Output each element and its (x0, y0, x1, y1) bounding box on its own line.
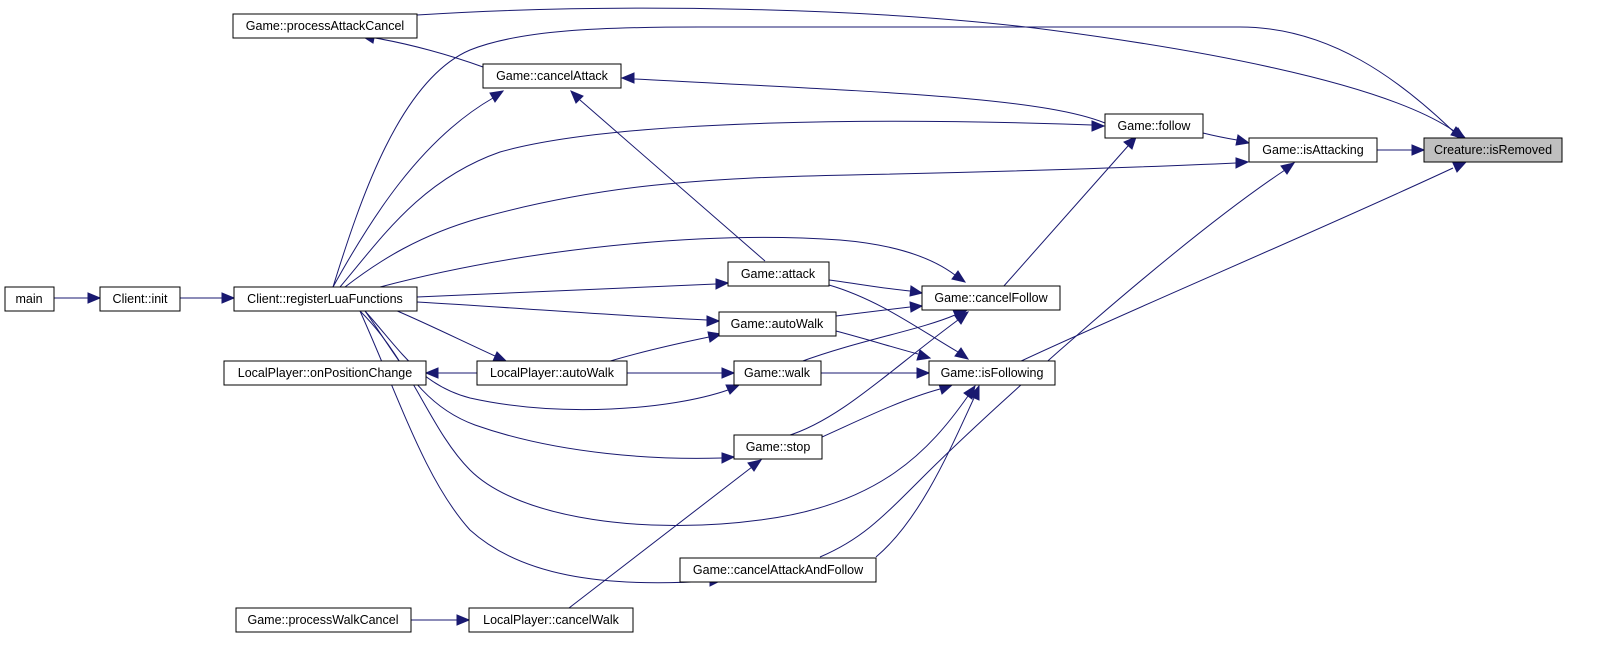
edge-isattacking-isremoved (1377, 144, 1426, 156)
node-main[interactable]: main (4, 286, 55, 312)
node-client-registerluafunctions[interactable]: Client::registerLuaFunctions (233, 286, 418, 312)
node-label: LocalPlayer::onPositionChange (238, 366, 412, 380)
edge-attack-cancelfollow (828, 279, 924, 297)
node-label: main (15, 292, 42, 306)
node-game-isfollowing[interactable]: Game::isFollowing (928, 360, 1056, 386)
edge-cancelwalk-stop (568, 459, 763, 609)
node-label: Game::isFollowing (941, 366, 1044, 380)
edge-attack-cancelattack (570, 90, 766, 262)
node-label: Game::autoWalk (731, 317, 824, 331)
edge-init-registerluafunctions (180, 292, 236, 304)
node-game-attack[interactable]: Game::attack (727, 261, 830, 287)
edge-lpautowalk-autowalk (606, 331, 723, 363)
edge-lpautowalk-walk (627, 367, 736, 379)
node-label: Game::follow (1118, 119, 1192, 133)
edge-isfollowing-isremoved (1018, 161, 1468, 363)
edge-cancelfollow-follow (1002, 136, 1137, 288)
node-localplayer-cancelwalk[interactable]: LocalPlayer::cancelWalk (468, 607, 634, 633)
node-label: Client::registerLuaFunctions (247, 292, 403, 306)
node-localplayer-autowalk[interactable]: LocalPlayer::autoWalk (476, 360, 628, 386)
node-game-cancelattackandfollow[interactable]: Game::cancelAttackAndFollow (679, 557, 877, 583)
node-label: Client::init (113, 292, 168, 306)
node-game-processattackcancel[interactable]: Game::processAttackCancel (232, 13, 418, 39)
edge-registerluafunctions-isattacking (344, 157, 1250, 288)
edge-cancelattackandfollow-isfollowing (875, 384, 980, 558)
node-label: Game::stop (746, 440, 811, 454)
node-label: Game::processAttackCancel (246, 19, 404, 33)
edge-registerluafunctions-lpautowalk (394, 309, 508, 362)
edge-registerluafunctions-walk (364, 310, 741, 411)
node-client-init[interactable]: Client::init (99, 286, 181, 312)
edge-autowalk-cancelfollow (835, 301, 924, 317)
node-game-cancelattack[interactable]: Game::cancelAttack (482, 63, 622, 89)
edge-registerluafunctions-cancelfollow (379, 236, 967, 288)
edge-registerluafunctions-cancelattack (332, 90, 505, 288)
edge-stop-isfollowing (821, 383, 954, 438)
edge-walk-isfollowing (821, 367, 931, 379)
edges-layer (54, 7, 1468, 626)
edge-registerluafunctions-attack (416, 278, 730, 298)
node-label: Game::attack (741, 267, 816, 281)
node-label: Game::cancelAttackAndFollow (693, 563, 864, 577)
edge-registerluafunctions-follow (339, 120, 1106, 288)
edge-attack-isfollowing (828, 284, 970, 360)
node-game-stop[interactable]: Game::stop (733, 434, 823, 460)
edge-processwalkcancel-cancelwalk (411, 614, 471, 626)
node-label: Creature::isRemoved (1434, 143, 1552, 157)
edge-registerluafunctions-cancelattackandfollow (359, 310, 724, 587)
edge-autowalk-isfollowing (835, 330, 932, 361)
node-creature-isremoved[interactable]: Creature::isRemoved (1423, 137, 1563, 163)
node-game-autowalk[interactable]: Game::autoWalk (718, 311, 837, 337)
node-label: Game::cancelFollow (934, 291, 1048, 305)
edge-main-init (54, 292, 102, 304)
edge-stop-cancelfollow (786, 311, 970, 437)
node-localplayer-onpositionchange[interactable]: LocalPlayer::onPositionChange (223, 360, 427, 386)
node-game-processwalkcancel[interactable]: Game::processWalkCancel (235, 607, 412, 633)
edge-registerluafunctions-stop (364, 310, 736, 464)
node-game-cancelfollow[interactable]: Game::cancelFollow (921, 285, 1061, 311)
edge-follow-cancelattack (620, 72, 1106, 124)
nodes-layer: Creature::isRemoved Game::isAttacking Ga… (4, 13, 1563, 633)
edge-cancelattackandfollow-isattacking (819, 162, 1296, 558)
node-label: Game::isAttacking (1262, 143, 1363, 157)
node-label: Game::walk (744, 366, 811, 380)
node-label: Game::cancelAttack (496, 69, 609, 83)
node-game-walk[interactable]: Game::walk (733, 360, 822, 386)
node-label: Game::processWalkCancel (248, 613, 399, 627)
edge-registerluafunctions-isfollowing (359, 310, 976, 527)
edge-lpautowalk-onpositionchange (424, 367, 477, 379)
node-game-isattacking[interactable]: Game::isAttacking (1248, 137, 1378, 163)
node-game-follow[interactable]: Game::follow (1104, 113, 1204, 139)
node-label: LocalPlayer::autoWalk (490, 366, 615, 380)
edge-follow-isattacking (1202, 132, 1251, 146)
edge-registerluafunctions-autowalk (416, 301, 721, 327)
node-label: LocalPlayer::cancelWalk (483, 613, 619, 627)
